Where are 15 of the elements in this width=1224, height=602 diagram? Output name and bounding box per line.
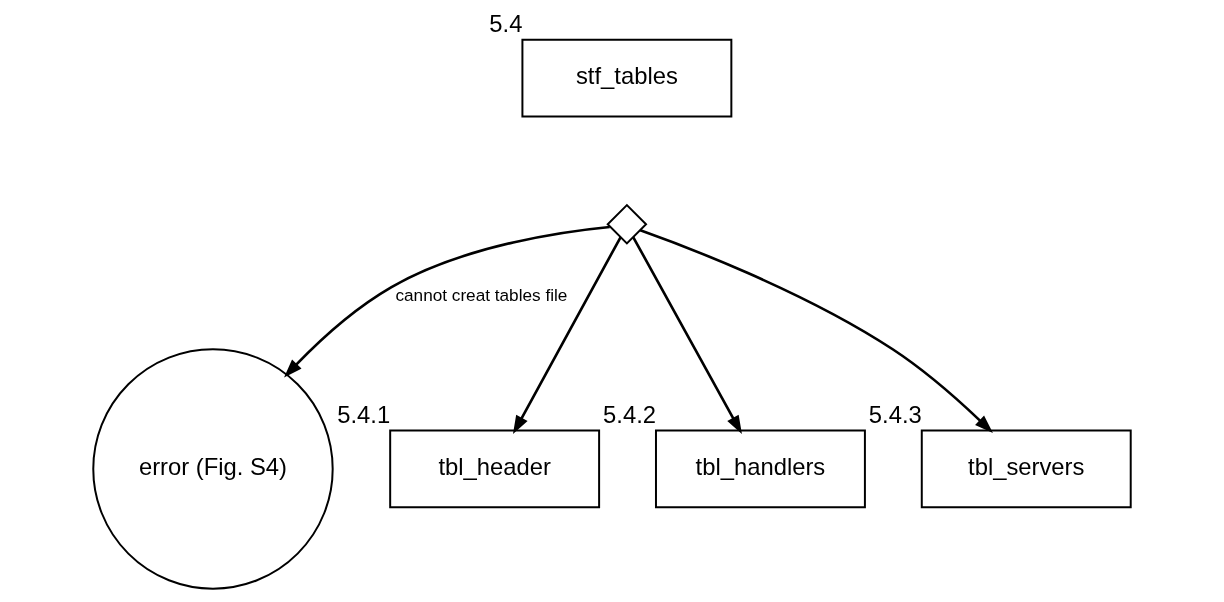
node-circle: error (Fig. S4): [92, 348, 334, 590]
node-label: 5.4.3: [868, 401, 922, 429]
node-label: 5.4.1: [337, 401, 391, 429]
node-box: tbl_header: [389, 429, 601, 509]
arrow: [639, 229, 993, 434]
node-diamond: [606, 203, 648, 245]
node-label: 5.4: [489, 10, 523, 38]
node-label: 5.4.2: [603, 401, 656, 429]
arrow: [284, 225, 610, 378]
node-box: stf_tables: [521, 38, 733, 118]
node-box: tbl_handlers: [655, 429, 866, 509]
node-box: tbl_servers: [920, 429, 1132, 509]
edge-label: cannot creat tables file: [395, 284, 568, 305]
arrow: [513, 236, 622, 435]
arrow: [632, 236, 742, 435]
